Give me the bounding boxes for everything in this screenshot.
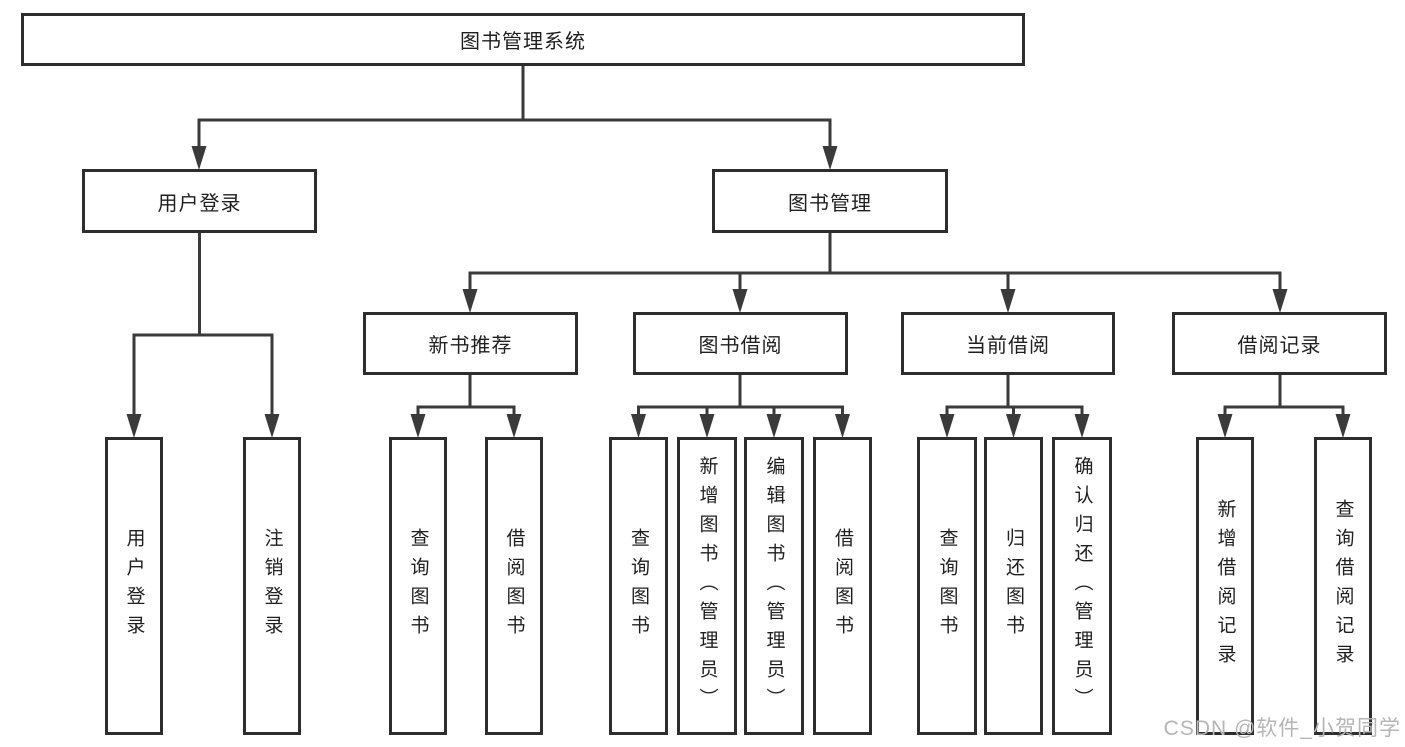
leaf-current-return-books-label: 归还图书 (1003, 528, 1024, 644)
node-system-root-label: 图书管理系统 (460, 31, 586, 53)
leaf-current-confirm-return-admin-label: 确认归还（管理员） (1071, 455, 1093, 717)
leaf-borrowing-edit-books-admin-label: 编辑图书（管理员） (763, 455, 785, 717)
leaf-newbook-borrow-books: 借阅图书 (485, 437, 543, 735)
node-system-root: 图书管理系统 (21, 13, 1025, 66)
leaf-current-confirm-return-admin: 确认归还（管理员） (1052, 437, 1112, 735)
leaf-logout-label: 注销登录 (261, 528, 283, 644)
node-new-book-recommendation-label: 新书推荐 (428, 335, 513, 357)
leaf-records-query-record: 查询借阅记录 (1314, 437, 1372, 735)
leaf-borrowing-borrow-books-label: 借阅图书 (832, 528, 853, 644)
connector-login-to-leaves (126, 233, 280, 438)
leaf-newbook-borrow-books-label: 借阅图书 (503, 528, 525, 644)
connector-management-to-level3 (462, 233, 1288, 313)
leaf-borrowing-query-books: 查询图书 (609, 437, 668, 735)
connector-records-to-leaves (1217, 375, 1351, 438)
node-user-login: 用户登录 (82, 169, 317, 233)
node-borrowing-records-label: 借阅记录 (1237, 335, 1322, 357)
leaf-records-add-record: 新增借阅记录 (1196, 437, 1254, 735)
leaf-newbook-query-books: 查询图书 (389, 437, 447, 735)
node-current-borrowing-label: 当前借阅 (966, 335, 1050, 357)
node-new-book-recommendation: 新书推荐 (363, 312, 578, 375)
leaf-borrowing-add-books-admin: 新增图书（管理员） (677, 437, 737, 735)
connector-newbook-to-leaves (410, 375, 522, 438)
leaf-current-return-books: 归还图书 (984, 437, 1043, 735)
connector-root-to-level2 (191, 66, 838, 170)
leaf-records-query-record-label: 查询借阅记录 (1332, 499, 1354, 673)
leaf-borrowing-add-books-admin-label: 新增图书（管理员） (696, 455, 718, 717)
leaf-borrowing-query-books-label: 查询图书 (628, 528, 649, 644)
node-user-login-label: 用户登录 (157, 192, 242, 215)
leaf-current-query-books: 查询图书 (917, 437, 977, 735)
leaf-records-add-record-label: 新增借阅记录 (1214, 499, 1236, 673)
node-book-borrowing: 图书借阅 (633, 312, 848, 375)
node-current-borrowing: 当前借阅 (901, 312, 1115, 375)
leaf-user-login-label: 用户登录 (123, 528, 145, 644)
connector-borrowing-to-leaves (631, 375, 850, 438)
node-book-management-label: 图书管理 (788, 192, 872, 215)
node-book-management: 图书管理 (712, 169, 948, 233)
leaf-logout: 注销登录 (243, 437, 301, 735)
node-borrowing-records: 借阅记录 (1172, 312, 1387, 375)
leaf-borrowing-edit-books-admin: 编辑图书（管理员） (744, 437, 804, 735)
leaf-current-query-books-label: 查询图书 (936, 528, 958, 644)
leaf-newbook-query-books-label: 查询图书 (407, 528, 429, 644)
watermark: CSDN @软件_小贺同学 (1163, 717, 1401, 740)
connector-current-to-leaves (939, 375, 1090, 438)
leaf-borrowing-borrow-books: 借阅图书 (813, 437, 872, 735)
node-book-borrowing-label: 图书借阅 (698, 335, 783, 357)
leaf-user-login: 用户登录 (105, 437, 163, 735)
